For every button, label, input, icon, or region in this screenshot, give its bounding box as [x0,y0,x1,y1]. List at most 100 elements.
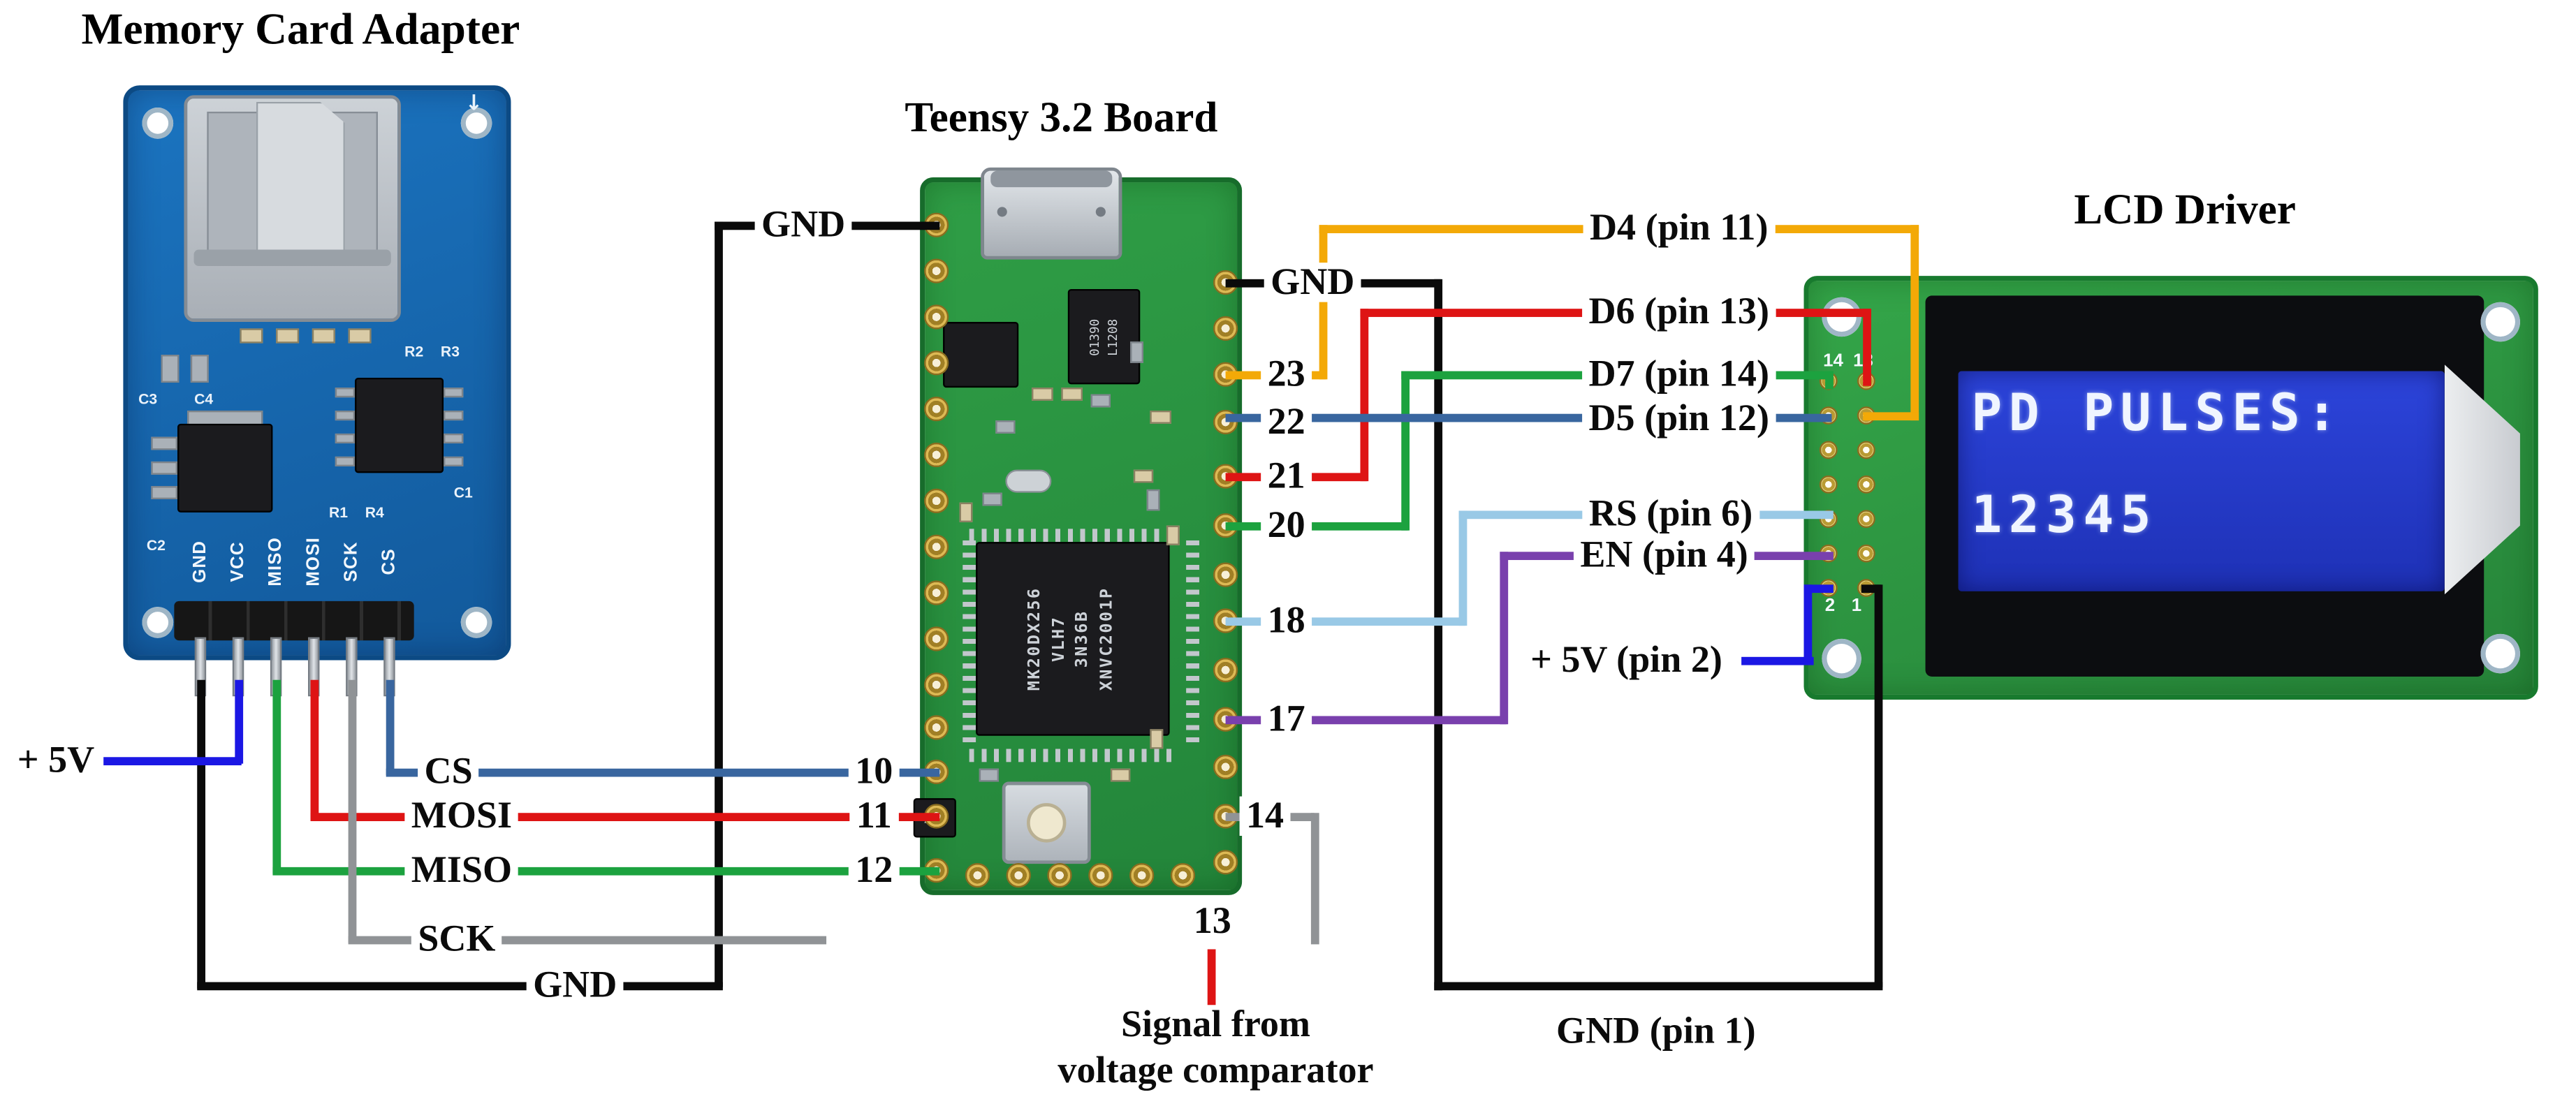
chip-marking: L1208 [1104,318,1119,355]
level-shifter-chip [355,377,444,473]
teensy-pin-gnd-right: GND [1264,262,1361,302]
teensy-pin-gnd-left: GND [754,204,852,245]
mounting-hole [460,607,492,638]
adapter-pin-name: CS [379,548,400,575]
wire-cs [385,767,939,776]
mcu-pins-top [969,529,1177,543]
wire-5v-lcd [1803,584,1812,661]
mcu-pins-right [1186,535,1199,743]
usb-connector-lip [990,170,1113,188]
chip-pin [444,456,464,466]
regulator-leg [151,486,178,500]
pin-header-plastic [174,600,414,641]
chip-pin [444,388,464,398]
chip-pin [335,456,356,466]
wire-d4 [1910,224,1918,420]
adapter-pin-name: VCC [228,541,249,582]
chip-pin [335,433,356,444]
wire-gnd [1433,278,1442,990]
lcd-title: LCD Driver [2067,185,2303,235]
wire-gnd [1873,584,1882,987]
teensy-pin-14: 14 [1239,795,1291,837]
teensy-solder-pad [924,715,949,740]
mcu-chip: MK20DX256 VLH7 3N36B XNVC2001P [976,542,1170,736]
teensy-solder-pad [924,258,949,283]
wire-rs [1458,510,1467,625]
wire-label-gnd: GND [526,964,624,1005]
teensy-pin-20: 20 [1261,505,1312,546]
teensy-solder-pad [924,488,949,513]
mcu-pins-left [963,535,976,743]
wire-d7 [1400,370,1409,530]
voltage-regulator-chip [177,423,273,513]
lcd-wire-label-gnd: GND (pin 1) [1549,1010,1762,1052]
mcu-marking: VLH7 [1051,615,1069,662]
mounting-hole [2480,302,2520,342]
mounting-hole [1822,638,1861,679]
card-direction-arrow-icon: ↓ [464,91,483,117]
adapter-silkscreen-label: C1 [453,484,473,501]
teensy-pin-22: 22 [1261,401,1312,442]
reset-button [1027,803,1067,843]
small-ic-chip [943,321,1019,388]
wire-miso [272,679,281,874]
wire-5v [103,756,242,765]
lcd-wire-label-d7: D7 (pin 14) [1582,353,1776,395]
smd-passive [1150,729,1164,749]
wire-label-5v: + 5V [10,739,101,781]
usb-mount-dot [997,207,1007,217]
wire-5v-lcd [1741,656,1814,665]
wire-5v-lcd [1803,584,1833,592]
wire-cs [385,679,394,776]
sd-card [256,101,345,253]
smd-capacitor [190,355,209,383]
lcd-pin-numbers-bottom: 2 1 [1824,596,1862,616]
teensy-solder-pad [1047,862,1072,888]
mounting-hole [142,607,174,638]
adapter-silkscreen-label: C2 [146,537,166,554]
mcu-marking: MK20DX256 [1027,587,1045,691]
adapter-pin-name: SCK [342,541,362,582]
wire-mosi [309,812,939,820]
lcd-wire-label-d6: D6 (pin 13) [1582,291,1776,332]
wire-sck [347,935,826,944]
adapter-silkscreen-label: C4 [194,390,214,408]
teensy-pin-10: 10 [848,751,900,792]
wire-signal [1206,949,1215,1009]
teensy-solder-pad [924,534,949,559]
lcd-pin-hole [1857,475,1875,494]
wire-d4 [1861,411,1918,420]
teensy-solder-pad [924,442,949,468]
lcd-pin-hole [1819,475,1838,494]
wire-d7 [1824,370,1833,389]
wire-label-miso: MISO [404,850,519,890]
wire-gnd [1433,981,1882,990]
teensy-solder-pad [1213,850,1238,875]
lcd-text-line1: PD PULSES: [1971,384,2344,444]
signal-label-line2: voltage comparator [1051,1050,1380,1091]
lcd-pin-hole [1857,579,1875,597]
wire-en [1225,715,1507,724]
wire-d6 [1359,308,1368,480]
smd-passive [1110,768,1131,782]
teensy-solder-pad [1006,862,1031,888]
teensy-pin-11: 11 [849,795,899,837]
teensy-pin-18: 18 [1261,600,1312,641]
adapter-pin-name: MOSI [304,536,324,587]
adapter-silkscreen-label: R4 [365,504,384,521]
usb-mount-dot [1095,207,1106,217]
teensy-solder-pad [1213,562,1238,587]
teensy-solder-pad [924,580,949,605]
mcu-pins-bottom [969,749,1177,762]
wire-sck [347,679,356,943]
lcd-pin-hole [1857,510,1875,529]
wire-gnd [1861,584,1882,592]
teensy-solder-pad [1213,754,1238,780]
smd-passive [312,328,335,344]
adapter-silkscreen-label: R1 [328,504,349,521]
smd-passive [959,502,973,522]
mcu-marking: 3N36B [1074,610,1093,668]
lcd-wire-label-en: EN (pin 4) [1573,534,1755,575]
teensy-pin-17: 17 [1261,698,1312,739]
